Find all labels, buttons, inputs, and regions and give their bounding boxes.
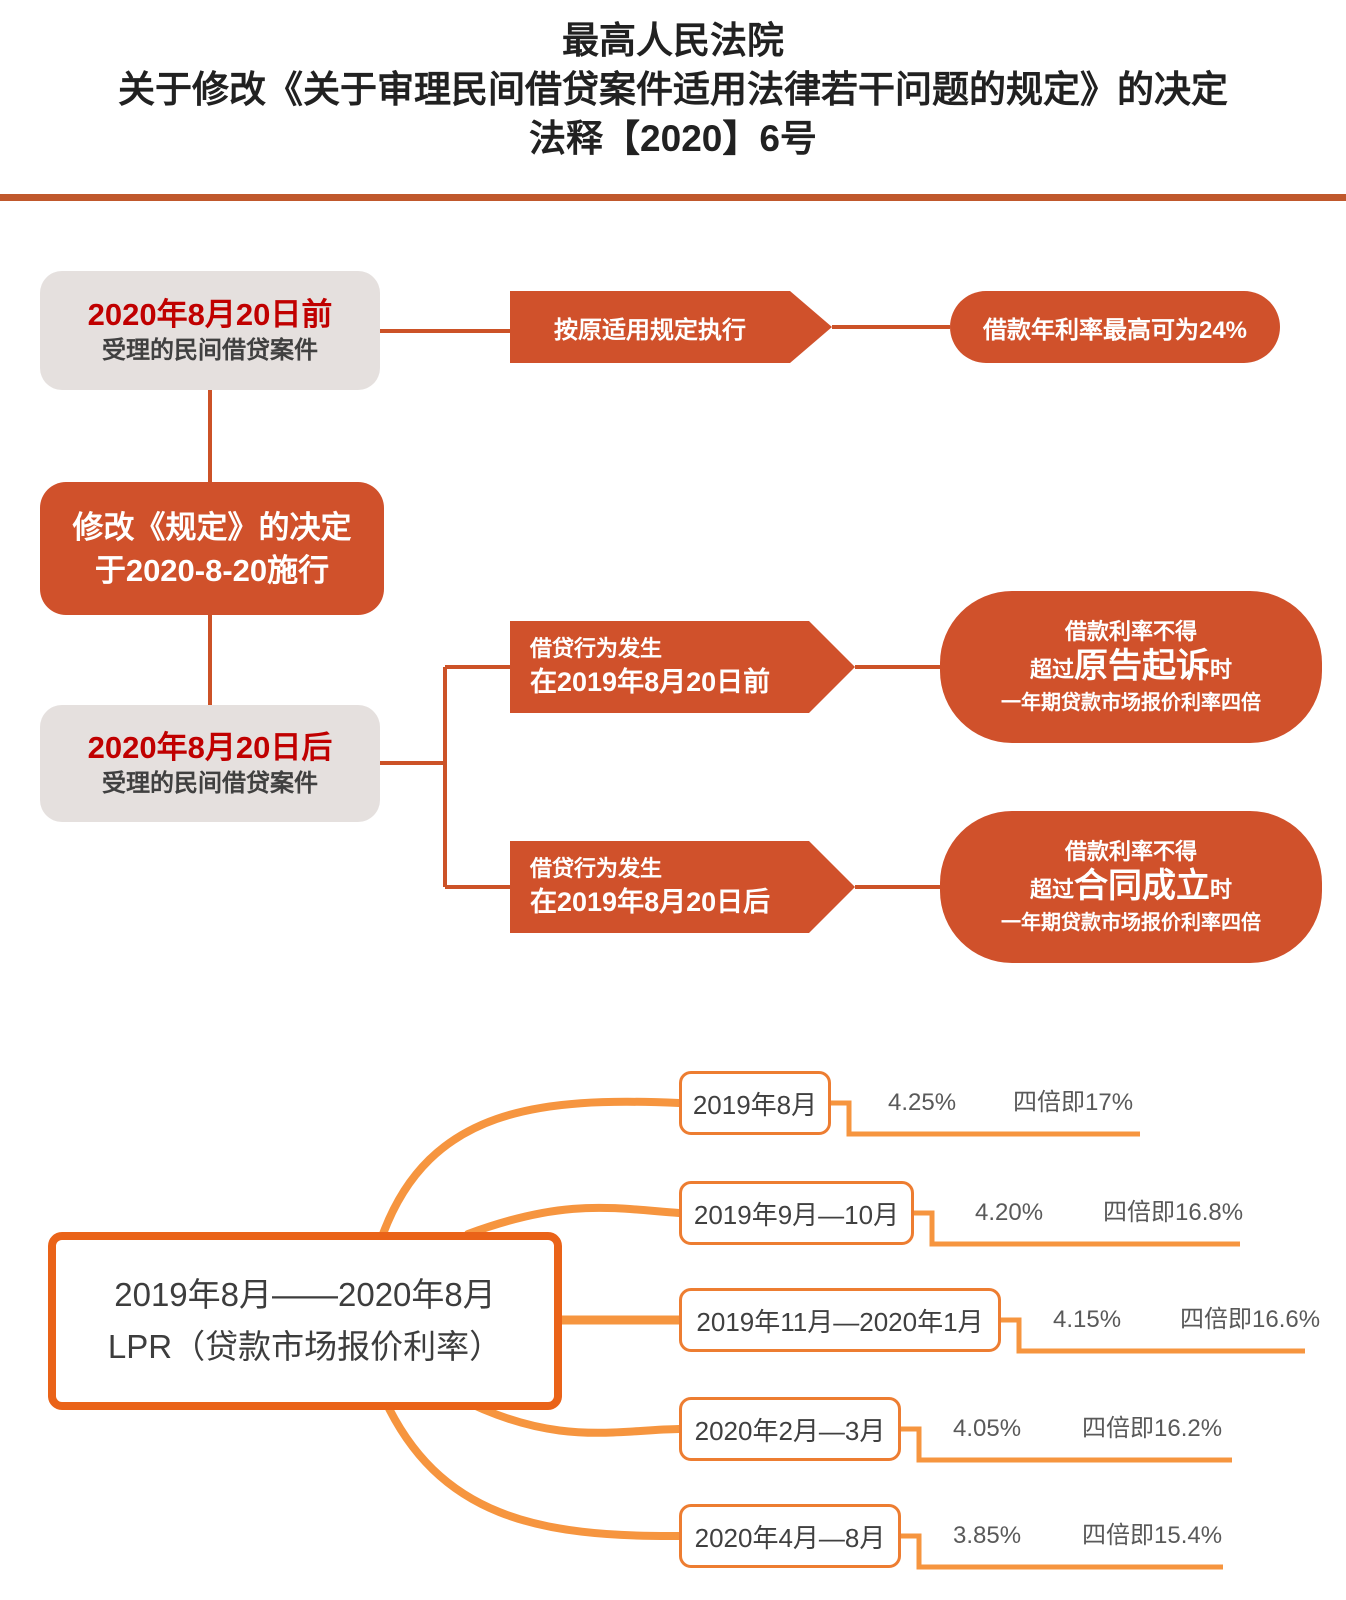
node-lending-after-20190820: 借贷行为发生 在2019年8月20日后: [510, 841, 855, 933]
case-before-desc: 受理的民间借贷案件: [102, 336, 318, 364]
cap-before-line2: 超过原告起诉时: [1030, 646, 1232, 690]
case-after-desc: 受理的民间借贷案件: [102, 769, 318, 797]
title-decision-line: 关于修改《关于审理民间借贷案件适用法律若干问题的规定》的决定: [118, 69, 1228, 110]
apply-old-rules-label: 按原适用规定执行: [554, 316, 746, 344]
lending-before-line1: 借贷行为发生: [530, 636, 663, 661]
node-period-2019-08: 2019年8月: [679, 1071, 831, 1135]
lpr-rate-2019-08: 4.25%: [888, 1089, 957, 1116]
lending-after-line2: 在2019年8月20日后: [530, 887, 771, 917]
case-after-date: 2020年8月20日后: [87, 729, 333, 765]
cap-before-emphasis: 原告起诉: [1074, 646, 1210, 685]
lpr-hub-label: LPR（贷款市场报价利率）: [107, 1328, 503, 1365]
lpr-hub-range: 2019年8月——2020年8月: [114, 1276, 496, 1313]
lpr-rate-2019-11-2020-01: 4.15%: [1053, 1306, 1122, 1333]
cap-after-suffix: 时: [1210, 876, 1233, 902]
amendment-line2: 于2020-8-20施行: [94, 552, 330, 588]
lpr-rate-2020-02-03: 4.05%: [953, 1415, 1022, 1442]
lpr-rate-2019-09-10: 4.20%: [975, 1199, 1044, 1226]
node-period-2019-11-2020-01: 2019年11月—2020年1月: [679, 1288, 1001, 1352]
page-title: 最高人民法院 关于修改《关于审理民间借贷案件适用法律若干问题的规定》的决定 法释…: [0, 16, 1346, 163]
cap-after-line2: 超过合同成立时: [1030, 866, 1232, 910]
max-annual-rate-label: 借款年利率最高可为24%: [982, 316, 1248, 344]
title-doc-number-line: 法释【2020】6号: [529, 118, 817, 159]
title-court-line: 最高人民法院: [562, 20, 784, 61]
node-max-annual-rate-24: 借款年利率最高可为24%: [950, 291, 1280, 363]
cap-before-prefix: 超过: [1029, 656, 1074, 682]
cap-before-line3: 一年期贷款市场报价利率四倍: [1001, 691, 1261, 714]
node-period-2020-04-08: 2020年4月—8月: [679, 1504, 901, 1568]
lpr-quadruple-2019-11-2020-01: 四倍即16.6%: [1180, 1306, 1321, 1333]
cap-after-prefix: 超过: [1029, 876, 1074, 902]
case-before-date: 2020年8月20日前: [87, 296, 333, 332]
divider-rule: [0, 194, 1346, 201]
lending-before-line2: 在2019年8月20日前: [530, 667, 771, 697]
lpr-rate-2020-04-08: 3.85%: [953, 1522, 1022, 1549]
node-lpr-hub: 2019年8月——2020年8月 LPR（贷款市场报价利率）: [48, 1232, 562, 1410]
cap-after-emphasis: 合同成立: [1074, 866, 1210, 905]
node-period-2020-02-03: 2020年2月—3月: [679, 1397, 901, 1461]
lpr-quadruple-2019-09-10: 四倍即16.8%: [1103, 1199, 1244, 1226]
cap-after-line3: 一年期贷款市场报价利率四倍: [1001, 911, 1261, 934]
node-lending-before-20190820: 借贷行为发生 在2019年8月20日前: [510, 621, 855, 713]
cap-before-suffix: 时: [1210, 656, 1233, 682]
amendment-line1: 修改《规定》的决定: [72, 509, 352, 545]
node-cap-at-plaintiff-filing: 借款利率不得 超过原告起诉时 一年期贷款市场报价利率四倍: [940, 591, 1322, 743]
lpr-quadruple-2019-08: 四倍即17%: [1013, 1089, 1134, 1116]
node-cases-before-20200820: 2020年8月20日前 受理的民间借贷案件: [40, 271, 380, 390]
node-cap-at-contract-formation: 借款利率不得 超过合同成立时 一年期贷款市场报价利率四倍: [940, 811, 1322, 963]
node-apply-old-rules: 按原适用规定执行: [510, 291, 832, 363]
lpr-quadruple-2020-04-08: 四倍即15.4%: [1082, 1522, 1223, 1549]
cap-after-line1: 借款利率不得: [1064, 838, 1197, 864]
node-period-2019-09-10: 2019年9月—10月: [679, 1181, 914, 1245]
lending-after-line1: 借贷行为发生: [530, 856, 663, 881]
lpr-quadruple-2020-02-03: 四倍即16.2%: [1082, 1415, 1223, 1442]
node-amendment-effective: 修改《规定》的决定 于2020-8-20施行: [40, 482, 384, 615]
node-cases-after-20200820: 2020年8月20日后 受理的民间借贷案件: [40, 705, 380, 822]
cap-before-line1: 借款利率不得: [1064, 618, 1197, 644]
